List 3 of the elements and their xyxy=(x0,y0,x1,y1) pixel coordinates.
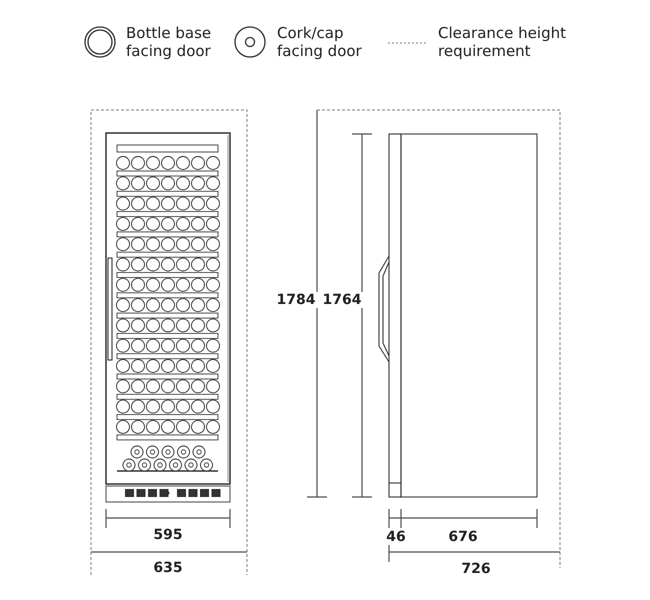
legend-label: Clearance height requirement xyxy=(438,24,567,60)
legend-label: Bottle base facing door xyxy=(126,24,212,60)
legend-label: Cork/cap facing door xyxy=(277,24,363,60)
